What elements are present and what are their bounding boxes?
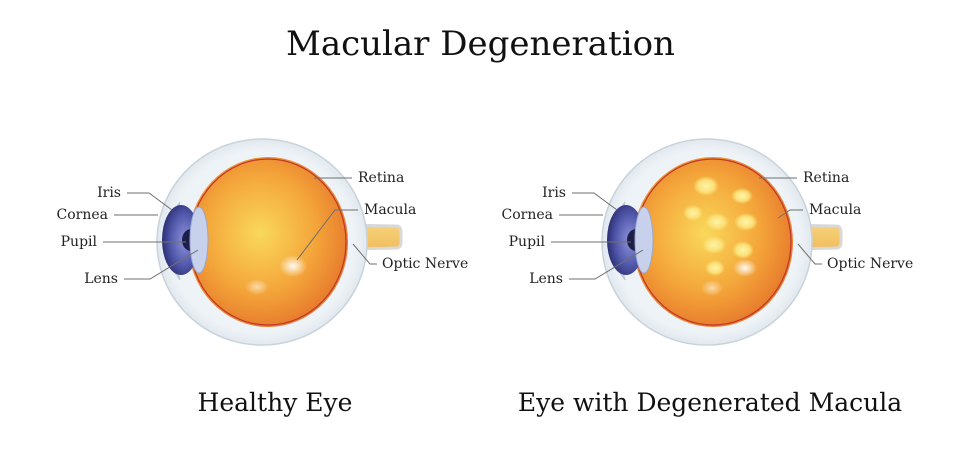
label-macula: Macula [364, 202, 416, 218]
label-pupil: Pupil [61, 234, 98, 250]
iris [607, 205, 645, 275]
label-cornea: Cornea [502, 207, 553, 223]
caption-degenerated-eye: Eye with Degenerated Macula [517, 388, 903, 417]
drusen-spot [734, 213, 758, 231]
label-cornea: Cornea [57, 207, 108, 223]
healthy-eye-illustration [156, 138, 403, 346]
label-pupil: Pupil [509, 234, 546, 250]
leader-optic-nerve [352, 243, 377, 265]
leader-macula [777, 209, 803, 219]
label-iris: Iris [542, 185, 566, 201]
degenerated-eye-illustration [601, 138, 843, 346]
label-optic-nerve: Optic Nerve [827, 256, 913, 272]
degenerated-eye-labels: Iris Cornea Pupil Lens Retina Macula Opt… [502, 170, 914, 287]
label-optic-nerve: Optic Nerve [382, 256, 468, 272]
label-lens: Lens [529, 271, 563, 287]
eyeball-interior [188, 157, 348, 327]
macula-spot [279, 255, 307, 277]
macula-spot [733, 259, 757, 277]
healthy-eye-labels: Iris Cornea Pupil Lens Retina Macula Opt… [57, 170, 469, 287]
label-retina: Retina [358, 170, 404, 186]
caption-healthy-eye: Healthy Eye [197, 388, 353, 417]
drusen-spot [731, 188, 753, 204]
label-retina: Retina [803, 170, 849, 186]
drusen-spot [705, 260, 725, 276]
drusen-spot [693, 176, 719, 196]
drusen-spot [702, 236, 726, 254]
page-title: Macular Degeneration [286, 24, 675, 64]
leader-lens [124, 249, 199, 280]
drusen-spot [732, 241, 754, 259]
drusen-spot [683, 205, 703, 221]
lens [634, 206, 654, 274]
lens [189, 206, 209, 274]
optic-disc-glow [245, 279, 269, 295]
leader-iris [572, 192, 618, 211]
drusen-spot [705, 213, 729, 231]
label-macula: Macula [809, 202, 861, 218]
drusen-spot [701, 280, 723, 296]
leader-iris [127, 192, 173, 211]
label-lens: Lens [84, 271, 118, 287]
label-iris: Iris [97, 185, 121, 201]
iris [162, 205, 200, 275]
drusen-deposits [683, 176, 758, 296]
leader-optic-nerve [797, 243, 822, 265]
leader-lens [569, 249, 644, 280]
leader-macula [296, 209, 358, 261]
